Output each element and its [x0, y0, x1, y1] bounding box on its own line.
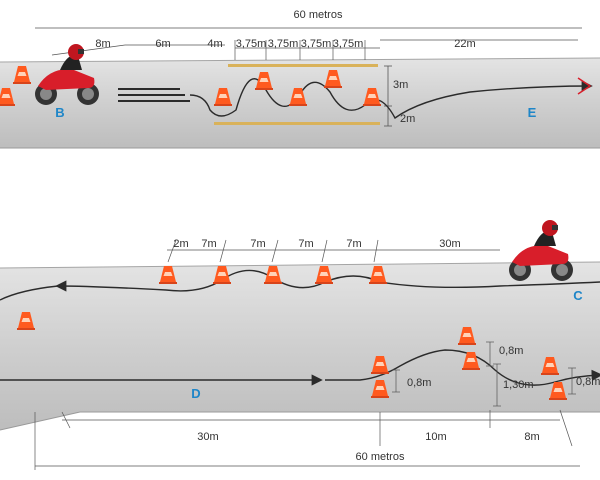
- bottom-slalom-path: [55, 269, 600, 292]
- top-segment-label: 22m: [454, 38, 475, 50]
- arrow-icon: [577, 77, 592, 95]
- lane-line-bottom: [214, 122, 380, 125]
- lane-width-label: 3m: [393, 79, 408, 91]
- lane-line-top: [228, 64, 378, 67]
- bottom-segment-label: 8m: [524, 431, 539, 443]
- bottom-top-segment-label: 2m: [173, 238, 188, 250]
- bottom-top-segment-label: 7m: [298, 238, 313, 250]
- top-segment-label: 3,75m: [333, 38, 364, 50]
- gap-label: 0,8m: [499, 345, 523, 357]
- top-segment-label: 3,75m: [268, 38, 299, 50]
- top-segment-label: 3,75m: [236, 38, 267, 50]
- gap-label: 1,30m: [503, 379, 534, 391]
- gap-label: 0,8m: [407, 377, 431, 389]
- bottom-top-segment-label: 7m: [201, 238, 216, 250]
- bottom-segment-label: 30m: [197, 431, 218, 443]
- bottom-total-label: 60 metros: [356, 451, 405, 463]
- bottom-top-segment-label: 7m: [250, 238, 265, 250]
- top-total-label: 60 metros: [294, 9, 343, 21]
- top-segment-label: 4m: [207, 38, 222, 50]
- bottom-track: [0, 262, 600, 430]
- point-b-label: B: [55, 105, 64, 120]
- point-c-label: C: [573, 288, 583, 303]
- bottom-segment-label: 10m: [425, 431, 446, 443]
- top-segment-label: 8m: [95, 38, 110, 50]
- point-e-label: E: [528, 105, 537, 120]
- gap-label: 0,8m: [576, 376, 600, 388]
- bottom-diagram: 2m 7m 7m 7m 7m 30m: [0, 220, 600, 470]
- bottom-top-segment-label: 30m: [439, 238, 460, 250]
- top-segment-label: 3,75m: [301, 38, 332, 50]
- point-d-label: D: [191, 386, 200, 401]
- bottom-top-segment-label: 7m: [346, 238, 361, 250]
- top-diagram: 60 metros 8m 6m 4m 3,75m 3,75m 3,75m 3,7…: [0, 9, 600, 149]
- lane-offset-label: 2m: [400, 113, 415, 125]
- top-path: [189, 78, 593, 120]
- top-segment-label: 6m: [155, 38, 170, 50]
